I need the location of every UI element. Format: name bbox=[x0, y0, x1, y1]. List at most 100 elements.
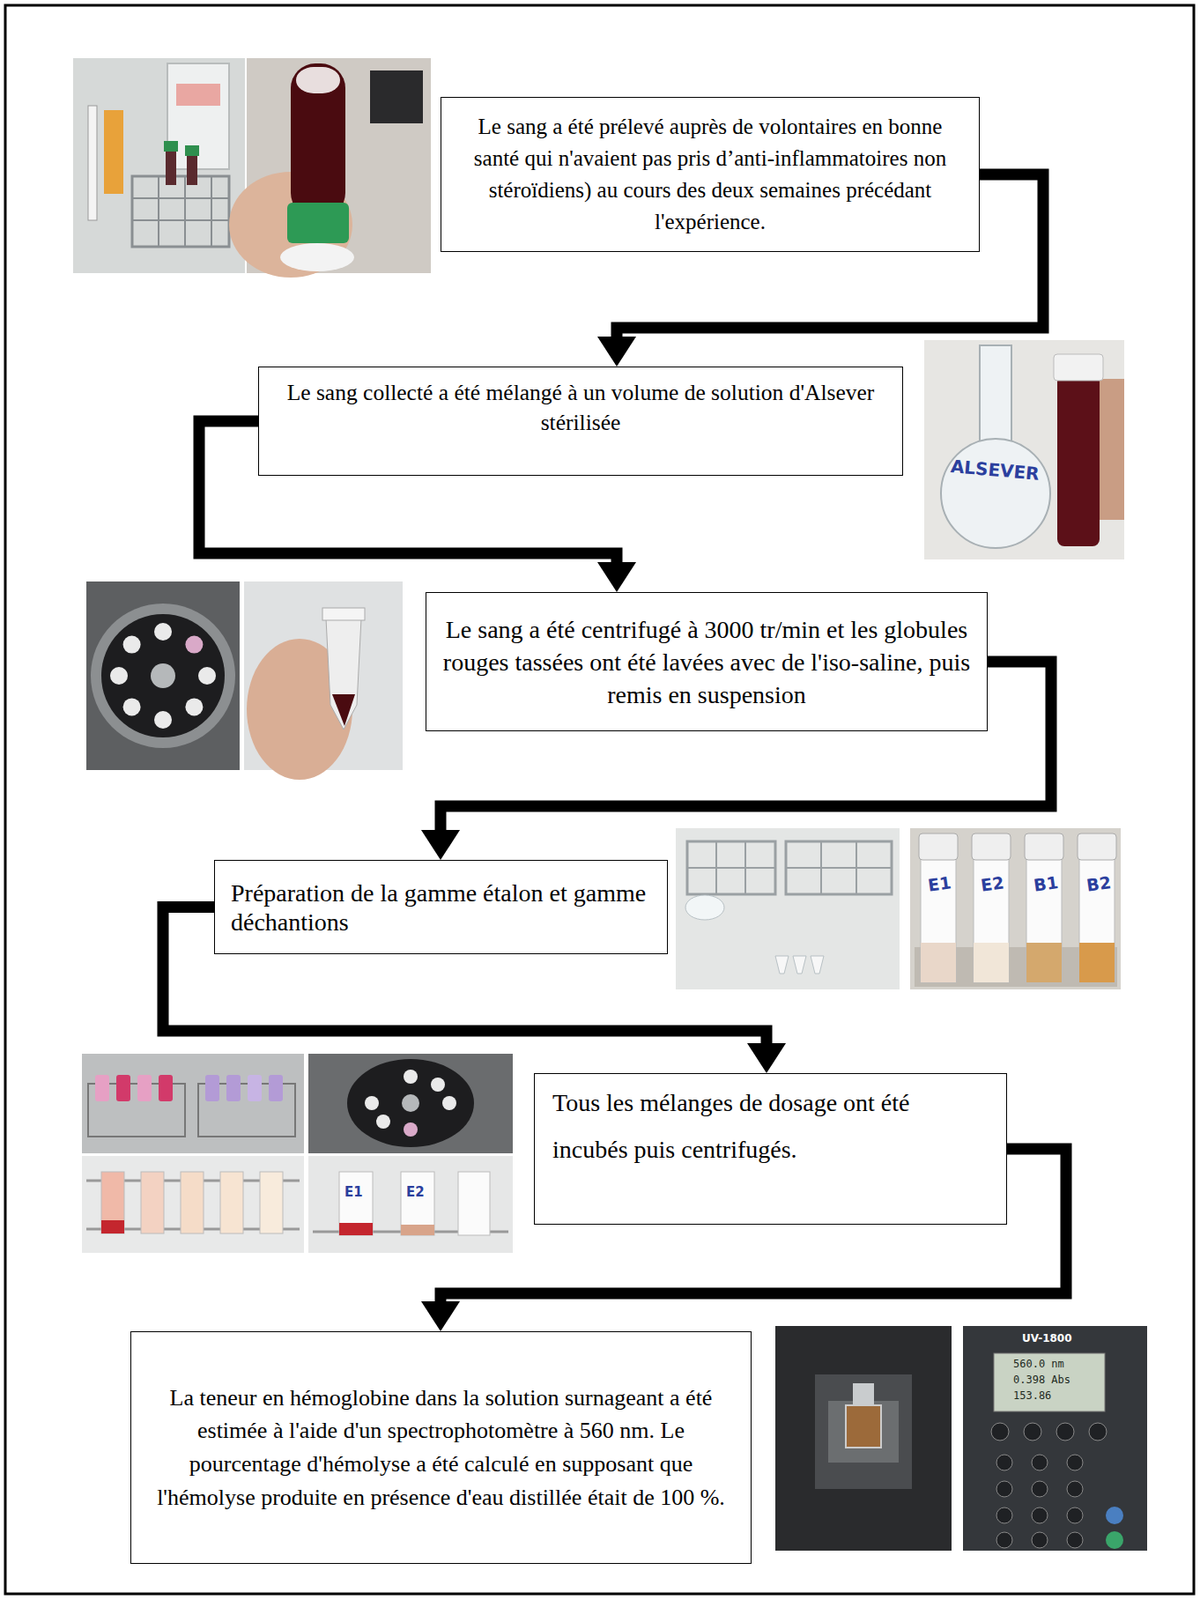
arrow-head bbox=[597, 336, 637, 367]
photo-centrifuge bbox=[154, 711, 172, 729]
photo-centrifuge bbox=[442, 1096, 457, 1111]
photo-lab-bench bbox=[185, 145, 200, 156]
photo-lab-bench bbox=[176, 83, 221, 106]
photo-incubation-rack bbox=[95, 1074, 110, 1102]
photo-cuvette-holder bbox=[814, 1374, 912, 1489]
photo-centrifuge bbox=[123, 697, 141, 716]
photo-spectrophotometer bbox=[1066, 1507, 1083, 1524]
photo-centrifuged-tubes bbox=[101, 1220, 125, 1234]
photo-incubation-rack bbox=[81, 1053, 304, 1154]
photo-labelled-tubes bbox=[1079, 859, 1115, 983]
photo-centrifuge bbox=[347, 1059, 475, 1148]
photo-label: 0.398 Abs bbox=[1013, 1374, 1071, 1386]
photo-centrifuge bbox=[403, 1069, 418, 1084]
photo-tube-racks bbox=[715, 841, 718, 895]
photo-cuvette-holder bbox=[775, 1325, 952, 1551]
step-text: Le sang a été centrifugé à 3000 tr/min e… bbox=[438, 613, 975, 712]
photo-lab-bench bbox=[132, 176, 230, 247]
photo-alsever-flask bbox=[1057, 374, 1100, 547]
photo-centrifuged-tubes bbox=[81, 1155, 304, 1253]
photo-labelled-tubes bbox=[920, 859, 956, 983]
photo-tube-racks bbox=[785, 866, 892, 869]
photo-centrifuge bbox=[101, 614, 225, 738]
photo-sample-tubes bbox=[400, 1224, 435, 1236]
photo-tube-racks bbox=[744, 841, 747, 895]
photo-labelled-tubes bbox=[971, 833, 1011, 860]
photo-lab-bench bbox=[132, 219, 230, 222]
photo-label: E2 bbox=[979, 873, 1006, 895]
photo-centrifuge bbox=[308, 1053, 513, 1154]
photo-lab-bench bbox=[163, 140, 178, 152]
photo-centrifuge bbox=[154, 622, 172, 641]
photo-centrifuge bbox=[308, 1053, 513, 1154]
photo-lab-bench bbox=[210, 176, 213, 247]
photo-cuvette-holder bbox=[852, 1383, 875, 1406]
photo-tube-racks bbox=[675, 828, 900, 990]
photo-cuvette-holder bbox=[828, 1400, 899, 1463]
photo-blood-tube bbox=[287, 202, 349, 244]
photo-spectrophotometer bbox=[996, 1507, 1013, 1524]
process-box: Le sang a été centrifugé à 3000 tr/min e… bbox=[425, 592, 988, 732]
photo-centrifuge bbox=[90, 603, 236, 749]
photo-alsever-flask bbox=[924, 340, 1125, 560]
photo-cuvette-holder bbox=[845, 1405, 882, 1448]
photo-label: 153.86 bbox=[1013, 1390, 1052, 1402]
photo-spectrophotometer bbox=[1023, 1422, 1042, 1441]
photo-incubation-rack bbox=[226, 1074, 241, 1102]
photo-label: E2 bbox=[406, 1185, 425, 1200]
photo-centrifuged-tubes bbox=[220, 1171, 244, 1234]
photo-spectrophotometer bbox=[1066, 1481, 1083, 1497]
photo-centrifuge bbox=[86, 581, 240, 771]
photo-packed-cells bbox=[332, 694, 356, 726]
photo-lab-bench bbox=[88, 105, 97, 221]
photo-label: ALSEVER bbox=[949, 456, 1040, 484]
photo-blood-tube bbox=[290, 63, 346, 218]
arrow-head bbox=[421, 1301, 460, 1332]
photo-centrifuge bbox=[403, 1122, 418, 1137]
photo-spectrophotometer bbox=[1066, 1454, 1083, 1471]
photo-centrifuge bbox=[401, 1094, 420, 1112]
photo-spectrophotometer bbox=[962, 1325, 1148, 1551]
photo-centrifuge bbox=[185, 697, 203, 716]
photo-tube-racks bbox=[855, 841, 858, 895]
photo-lab-bench bbox=[157, 176, 160, 247]
photo-sample-tubes bbox=[400, 1171, 435, 1236]
photo-spectrophotometer bbox=[991, 1422, 1009, 1441]
photo-cuvette-holder bbox=[775, 1325, 952, 1551]
photo-centrifuged-tubes bbox=[180, 1171, 204, 1234]
photo-spectrophotometer bbox=[1105, 1531, 1124, 1549]
step-text: La teneur en hémoglobine dans la solutio… bbox=[147, 1381, 735, 1514]
photo-centrifuged-tubes bbox=[101, 1171, 125, 1234]
photo-blood-tube bbox=[229, 58, 431, 278]
photo-labelled-tubes bbox=[1026, 859, 1062, 983]
photo-packed-cells bbox=[325, 618, 362, 730]
photo-labelled-tubes bbox=[1079, 942, 1115, 983]
photo-lab-bench bbox=[103, 110, 124, 194]
photo-tube-racks bbox=[820, 841, 823, 895]
photo-lab-bench bbox=[73, 58, 245, 274]
photo-lab-bench bbox=[167, 63, 230, 170]
photo-spectrophotometer bbox=[996, 1481, 1013, 1497]
photo-spectrophotometer bbox=[962, 1325, 1148, 1551]
photo-packed-cells bbox=[244, 581, 403, 780]
photo-spectrophotometer bbox=[1031, 1481, 1048, 1497]
photo-alsever-flask bbox=[940, 438, 1051, 549]
process-box: Tous les mélanges de dosage ont été incu… bbox=[533, 1073, 1008, 1225]
photo-tube-racks bbox=[775, 955, 789, 974]
process-box: La teneur en hémoglobine dans la solutio… bbox=[130, 1331, 752, 1564]
photo-tube-racks bbox=[792, 955, 807, 974]
step-text: Tous les mélanges de dosage ont été incu… bbox=[552, 1079, 989, 1173]
photo-labelled-tubes bbox=[920, 942, 956, 983]
photo-labelled-tubes bbox=[1024, 833, 1064, 860]
photo-labelled-tubes bbox=[973, 859, 1009, 983]
photo-alsever-flask bbox=[979, 345, 1012, 445]
photo-sample-tubes bbox=[339, 1171, 373, 1236]
photo-centrifuge bbox=[123, 636, 141, 654]
process-box: Le sang collecté a été mélangé à un volu… bbox=[258, 366, 904, 476]
photo-spectrophotometer bbox=[996, 1454, 1013, 1471]
process-box: Préparation de la gamme étalon et gamme … bbox=[214, 859, 668, 955]
photo-tube-racks bbox=[687, 841, 776, 895]
photo-incubation-rack bbox=[158, 1074, 173, 1102]
